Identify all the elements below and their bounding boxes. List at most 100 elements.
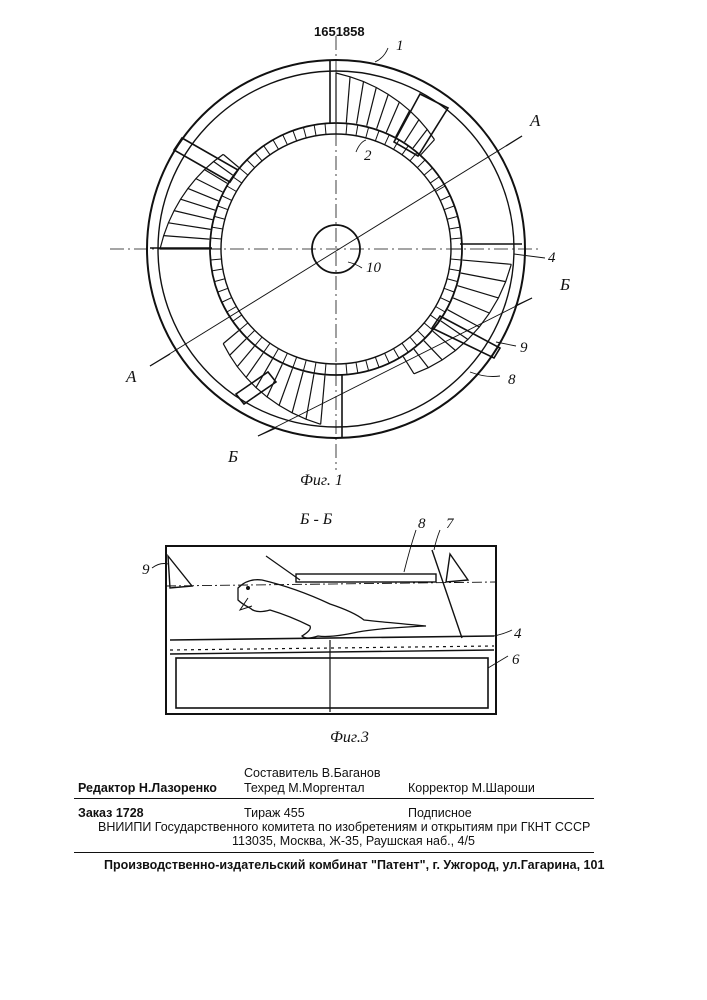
org-line-1: ВНИИПИ Государственного комитета по изоб… <box>98 820 590 834</box>
stair-step <box>174 211 212 220</box>
fig3-label-8: 8 <box>418 516 426 532</box>
stair-step <box>386 102 399 132</box>
stair-step <box>396 111 410 137</box>
drum-slot <box>375 131 379 141</box>
drum-slot <box>314 125 316 136</box>
producer: Производственно-издательский комбинат "П… <box>104 858 604 872</box>
stair-step <box>246 353 263 377</box>
fig1-label-1: 1 <box>396 38 404 54</box>
drum-slot <box>430 177 439 183</box>
section-title: Б - Б <box>299 511 333 528</box>
drum-slot <box>424 323 432 330</box>
figure-1-drawing: 1 2 4 8 9 10 А А Б Б Фиг. 1 <box>0 0 707 500</box>
fig1-label-10: 10 <box>366 260 382 276</box>
drum-slot <box>218 288 228 292</box>
drum-slot <box>447 279 458 282</box>
compiler: Составитель В.Баганов <box>244 766 381 780</box>
drum-slot <box>346 123 347 134</box>
drum-slot <box>366 360 369 371</box>
drum-slot <box>325 364 326 375</box>
drum-slot <box>210 259 221 260</box>
stair-step <box>168 223 210 230</box>
drum-slot <box>303 127 306 138</box>
drum-slot <box>356 362 358 373</box>
drum-slot <box>417 330 425 338</box>
drum-slot <box>227 307 237 313</box>
drum-slot <box>255 337 262 345</box>
stair-step <box>279 368 292 405</box>
stair-contour <box>414 264 511 374</box>
fig3-label-9: 9 <box>142 562 150 578</box>
stair-step <box>405 120 419 142</box>
drum-slot <box>451 238 462 239</box>
stair-step <box>230 339 247 356</box>
stair-step <box>164 236 210 240</box>
drum-slot <box>255 152 262 160</box>
stair-step <box>453 298 489 313</box>
drum-slot <box>239 323 247 330</box>
fig1-label-2: 2 <box>364 148 372 164</box>
stair-step <box>414 349 428 367</box>
stair-step <box>403 357 414 374</box>
drum-slot <box>375 357 379 367</box>
fig3-label-7: 7 <box>446 516 455 532</box>
stair-step <box>448 310 480 327</box>
drum-slot <box>424 168 432 175</box>
drum-slot <box>247 160 255 168</box>
stair-contour <box>336 73 435 140</box>
drum-slot <box>293 131 297 141</box>
drum-slot <box>356 125 358 136</box>
drum-slot <box>314 362 316 373</box>
techred: Техред М.Моргентал <box>244 781 365 795</box>
stair-step <box>463 260 512 264</box>
drum-slot <box>325 123 326 134</box>
drum-slot <box>444 288 454 292</box>
figure-1-caption: Фиг. 1 <box>300 472 343 489</box>
drum-slot <box>366 127 369 138</box>
drum-slot <box>410 337 417 345</box>
order: Заказ 1728 <box>78 806 144 820</box>
rule-bottom <box>74 852 594 853</box>
drum-slot <box>394 349 400 359</box>
editor: Редактор Н.Лазоренко <box>78 781 217 795</box>
org-line-2: 113035, Москва, Ж-35, Раушская наб., 4/5 <box>232 834 475 848</box>
drum-slot <box>303 360 306 371</box>
figure-3-drawing: Б - Б 9 8 7 4 6 Фиг.3 <box>0 500 707 760</box>
drum-slot <box>218 206 228 210</box>
stair-step <box>321 376 325 425</box>
fig1-label-9: 9 <box>520 340 528 356</box>
drum-slot <box>449 227 460 229</box>
drum-slot <box>385 353 390 363</box>
drum-slot <box>264 146 270 155</box>
cage-box <box>166 546 496 714</box>
drum-slot <box>385 135 390 145</box>
drum-slot <box>417 160 425 168</box>
drum-slot <box>273 349 279 359</box>
drum-slot <box>449 269 460 271</box>
stair-step <box>306 374 314 419</box>
fig1-label-8: 8 <box>508 372 516 388</box>
drum-slot <box>264 343 270 352</box>
drum-slot <box>436 307 446 313</box>
drum-slot <box>293 357 297 367</box>
drum-slot <box>210 238 221 239</box>
stair-step <box>223 331 238 344</box>
section-b-right: Б <box>559 275 570 294</box>
stair-step <box>424 341 442 360</box>
stair-step <box>196 179 223 192</box>
drum-slot <box>283 135 288 145</box>
stair-step <box>237 346 254 366</box>
subscription: Подписное <box>408 806 472 820</box>
figure-3-caption: Фиг.3 <box>330 729 369 746</box>
stair-step <box>292 372 303 413</box>
drum-slot <box>283 353 288 363</box>
stair-step <box>346 77 350 123</box>
drum-slot <box>247 330 255 338</box>
drum-slot <box>447 216 458 219</box>
drum-slot <box>440 298 450 303</box>
stair-step <box>377 94 389 128</box>
drum-slot <box>222 298 232 303</box>
drum-slot <box>402 343 408 352</box>
drum-slot <box>212 269 223 271</box>
stair-contour <box>160 154 223 249</box>
